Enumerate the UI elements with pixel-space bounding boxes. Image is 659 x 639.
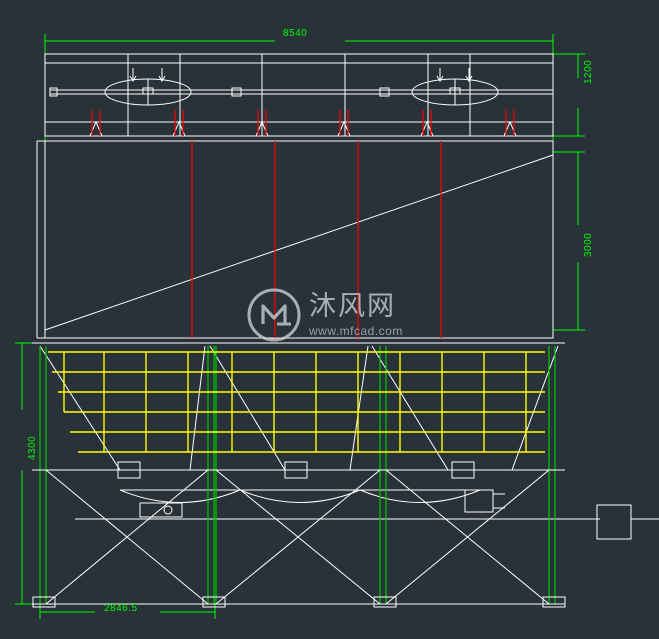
manifold-pipe xyxy=(49,87,553,97)
green-support-columns xyxy=(39,346,556,604)
red-vertical-members-upper xyxy=(91,110,515,136)
detail-box-right xyxy=(596,504,659,540)
pulse-air-tank-right xyxy=(411,78,499,106)
watermark-brand: 沐风网 xyxy=(309,291,396,322)
dimension-label-lower-height: 4300 xyxy=(27,435,38,460)
dimension-upper-height xyxy=(553,53,585,137)
red-vertical-members-chamber xyxy=(191,141,442,338)
watermark: 沐风网 www.mfcad.com xyxy=(247,288,403,342)
dimension-middle-height xyxy=(553,151,585,331)
dimension-label-overall-width: 8540 xyxy=(283,28,308,39)
dimension-label-middle-height: 3000 xyxy=(583,232,594,257)
yellow-platform-framing xyxy=(48,351,545,453)
upper-housing-baffles xyxy=(89,120,517,137)
inlet-detail-left xyxy=(139,502,183,518)
dimension-label-base-width: 2846.5 xyxy=(104,603,138,614)
dimension-label-upper-height: 1200 xyxy=(583,59,594,84)
watermark-logo-icon xyxy=(247,288,301,342)
dimension-lower-height xyxy=(15,342,40,605)
filter-chamber-body xyxy=(36,140,554,339)
watermark-url: www.mfcad.com xyxy=(309,324,403,338)
valve-arrows xyxy=(129,68,473,82)
upper-housing xyxy=(44,53,554,137)
diagonal-bracing xyxy=(32,469,566,608)
pulse-air-tank-left xyxy=(104,78,192,106)
